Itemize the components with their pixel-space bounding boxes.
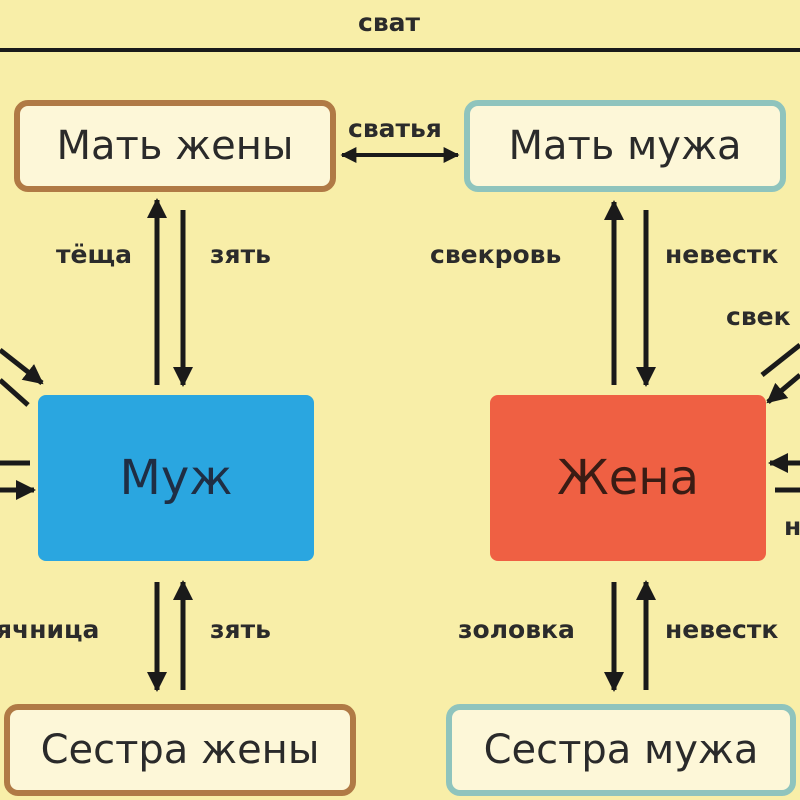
husband-mother-box: Мать мужа xyxy=(464,100,786,192)
tescha-label: тёща xyxy=(56,240,132,269)
nevestka-top-label: невестк xyxy=(665,240,779,269)
husband-label: Муж xyxy=(119,450,233,506)
wife-sister-box: Сестра жены xyxy=(4,704,356,796)
zyat-top-label: зять xyxy=(210,240,271,269)
wife-mother-label: Мать жены xyxy=(56,123,294,169)
husband-sister-label: Сестра мужа xyxy=(483,727,759,773)
right-edge-arrow-2 xyxy=(766,373,800,404)
svoyachnitsa-partial-label: ячница xyxy=(0,615,100,644)
wife-box: Жена xyxy=(490,395,766,561)
husband-sister-box: Сестра мужа xyxy=(446,704,796,796)
nevestka-bottom-label: невестк xyxy=(665,615,779,644)
right-edge-arrow-1 xyxy=(760,343,800,377)
zyat-bottom-label: зять xyxy=(210,615,271,644)
zolovka-label: золовка xyxy=(458,615,575,644)
svek-partial-label: свек xyxy=(726,302,791,331)
wife-mother-box: Мать жены xyxy=(14,100,336,192)
svekrov-label: свекровь xyxy=(430,240,562,269)
left-edge-arrow-1 xyxy=(0,348,44,385)
svat-label: сват xyxy=(354,10,424,35)
husband-box: Муж xyxy=(38,395,314,561)
n-partial-label: н xyxy=(784,512,800,541)
husband-mother-label: Мать мужа xyxy=(508,123,742,169)
left-edge-arrow-2 xyxy=(0,378,30,407)
svatya-label: сватья xyxy=(348,114,442,143)
wife-sister-label: Сестра жены xyxy=(40,727,320,773)
wife-label: Жена xyxy=(556,450,700,506)
